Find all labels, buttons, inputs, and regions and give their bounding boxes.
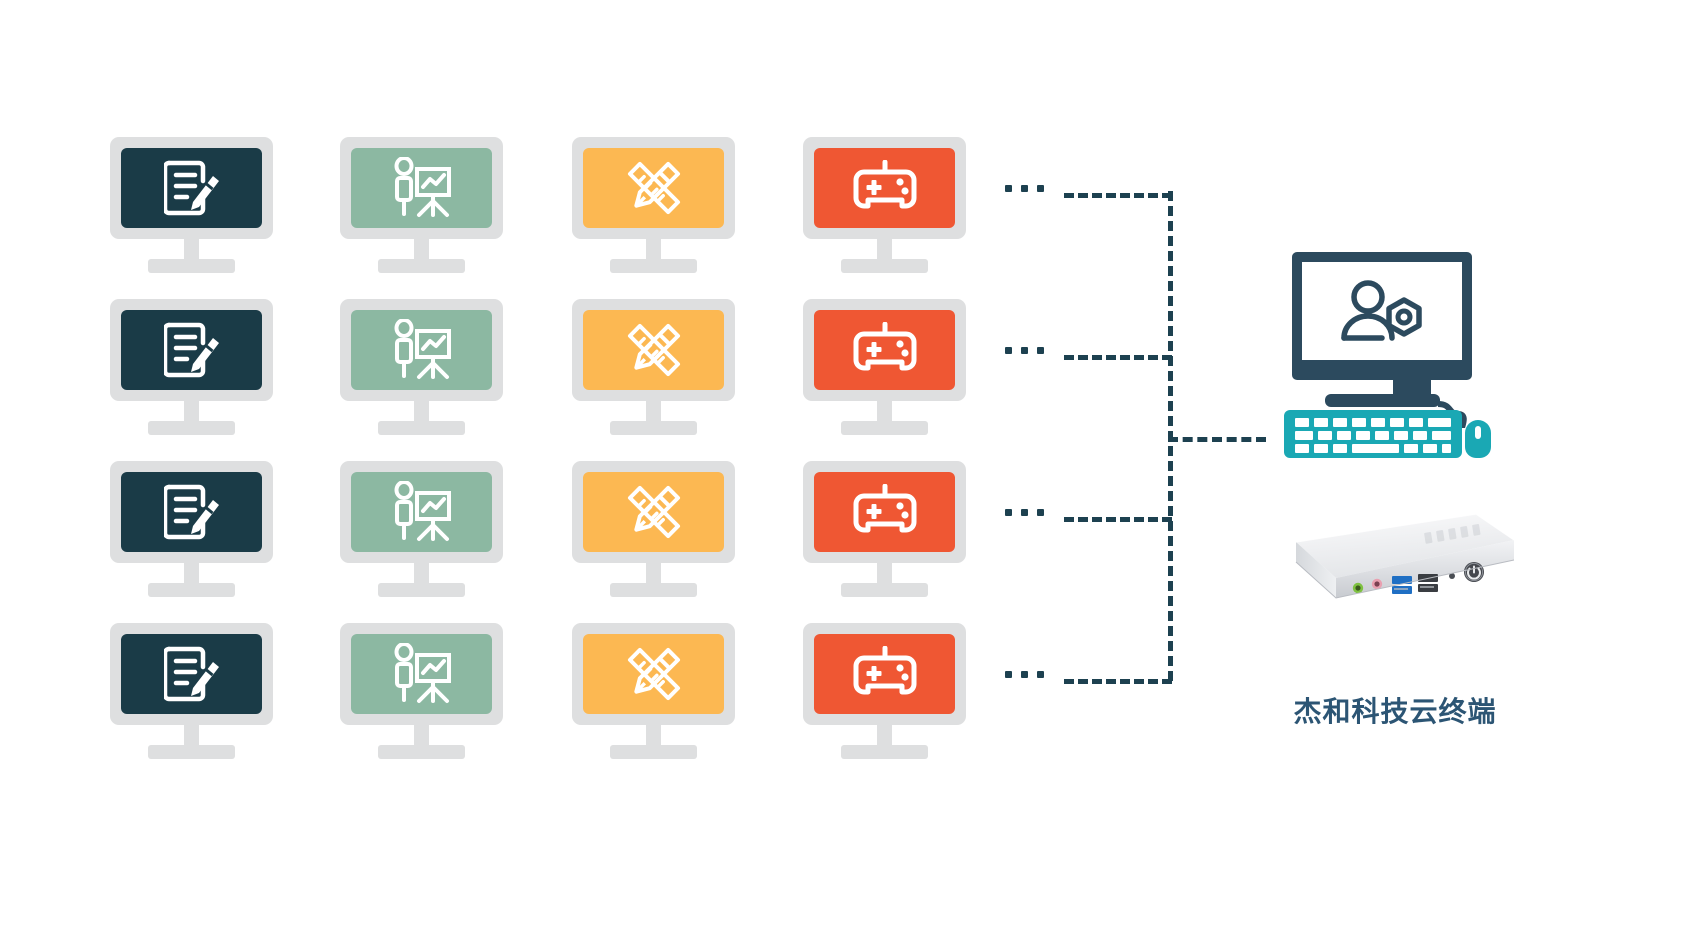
mini-pc-icon[interactable] [1266, 500, 1516, 620]
monitor-base [148, 583, 235, 597]
client-monitor-design-r4[interactable] [572, 623, 735, 765]
ellipsis-row-4 [1005, 671, 1044, 678]
cloud-terminal-caption: 杰和科技云终端 [1293, 695, 1497, 728]
monitor-base [148, 421, 235, 435]
monitor-neck [877, 561, 892, 587]
connector-trunk-vertical [1168, 191, 1173, 681]
monitor-base [378, 421, 465, 435]
client-monitor-training-r4[interactable] [340, 623, 503, 765]
client-monitor-design-r2[interactable] [572, 299, 735, 441]
client-monitor-gaming-r3[interactable] [803, 461, 966, 603]
connector-branch-row-4 [1064, 679, 1172, 684]
monitor-neck [646, 561, 661, 587]
connector-trunk-to-server [1168, 437, 1266, 442]
client-monitor-training-r1[interactable] [340, 137, 503, 279]
mouse-icon[interactable] [1465, 420, 1491, 458]
monitor-neck [414, 561, 429, 587]
ellipsis-row-2 [1005, 347, 1044, 354]
monitor-neck [184, 237, 199, 263]
mouse-button [1475, 426, 1481, 439]
gamepad-icon [814, 634, 955, 714]
client-monitor-design-r3[interactable] [572, 461, 735, 603]
monitor-base [610, 745, 697, 759]
client-monitor-gaming-r1[interactable] [803, 137, 966, 279]
monitor-base [378, 259, 465, 273]
gamepad-icon [814, 148, 955, 228]
monitor-screen [583, 472, 724, 552]
monitor-screen [583, 148, 724, 228]
presentation-icon [351, 310, 492, 390]
connector-branch-row-2 [1064, 355, 1172, 360]
keyboard-icon[interactable] [1284, 410, 1462, 458]
ellipsis-row-1 [1005, 185, 1044, 192]
monitor-base [610, 421, 697, 435]
pencil-ruler-icon [583, 148, 724, 228]
server-screen [1302, 262, 1462, 360]
monitor-neck [184, 561, 199, 587]
monitor-base [148, 259, 235, 273]
client-monitor-gaming-r2[interactable] [803, 299, 966, 441]
document-edit-icon [121, 148, 262, 228]
monitor-neck [646, 399, 661, 425]
connector-branch-row-1 [1064, 193, 1172, 198]
monitor-screen [583, 310, 724, 390]
document-edit-icon [121, 634, 262, 714]
client-monitor-document-r3[interactable] [110, 461, 273, 603]
presentation-icon [351, 148, 492, 228]
monitor-base [610, 583, 697, 597]
client-monitor-design-r1[interactable] [572, 137, 735, 279]
monitor-base [610, 259, 697, 273]
monitor-base [378, 583, 465, 597]
monitor-base [378, 745, 465, 759]
cloud-terminal-station[interactable] [1262, 252, 1502, 467]
document-edit-icon [121, 310, 262, 390]
monitor-base [841, 259, 928, 273]
monitor-neck [414, 723, 429, 749]
monitor-neck [414, 399, 429, 425]
monitor-screen [583, 634, 724, 714]
monitor-base [841, 583, 928, 597]
client-monitor-training-r2[interactable] [340, 299, 503, 441]
ellipsis-row-3 [1005, 509, 1044, 516]
monitor-base [841, 421, 928, 435]
gamepad-icon [814, 310, 955, 390]
monitor-neck [877, 237, 892, 263]
monitor-neck [184, 723, 199, 749]
monitor-neck [646, 237, 661, 263]
monitor-neck [184, 399, 199, 425]
client-monitor-gaming-r4[interactable] [803, 623, 966, 765]
client-monitor-document-r1[interactable] [110, 137, 273, 279]
monitor-neck [646, 723, 661, 749]
pencil-ruler-icon [583, 634, 724, 714]
monitor-neck [877, 723, 892, 749]
presentation-icon [351, 634, 492, 714]
monitor-base [148, 745, 235, 759]
client-monitor-document-r4[interactable] [110, 623, 273, 765]
client-monitor-training-r3[interactable] [340, 461, 503, 603]
gamepad-icon [814, 472, 955, 552]
monitor-base [841, 745, 928, 759]
monitor-neck [877, 399, 892, 425]
document-edit-icon [121, 472, 262, 552]
server-monitor-neck [1393, 378, 1431, 398]
client-monitor-document-r2[interactable] [110, 299, 273, 441]
pencil-ruler-icon [583, 310, 724, 390]
user-gear-icon [1302, 262, 1462, 360]
presentation-icon [351, 472, 492, 552]
connector-branch-row-3 [1064, 517, 1172, 522]
monitor-neck [414, 237, 429, 263]
server-monitor [1292, 252, 1472, 398]
pencil-ruler-icon [583, 472, 724, 552]
server-monitor-base [1325, 394, 1440, 407]
